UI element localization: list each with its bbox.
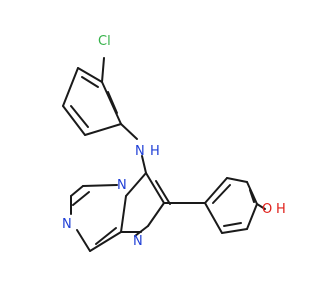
hydroxyphenyl-ring xyxy=(204,177,258,234)
bridgehead-n-label: N xyxy=(117,178,127,193)
pyrazine-n-label: N xyxy=(62,217,72,232)
bonds xyxy=(62,57,266,252)
c-cl-bond xyxy=(101,57,105,83)
chlorine-label: Cl xyxy=(98,34,111,49)
amine-h-label: H xyxy=(150,144,160,159)
c-oh-bond xyxy=(256,203,266,210)
aryl-nh-bond xyxy=(120,123,138,140)
hydroxyl-o-label: O xyxy=(262,202,272,217)
imidazole-ring xyxy=(120,172,171,237)
molecule-structure: Cl N H N N N O H xyxy=(62,34,286,252)
atom-labels: Cl N H N N N O H xyxy=(62,34,286,249)
imidazole-n-label: N xyxy=(133,234,143,249)
chlorophenyl-ring xyxy=(62,67,122,136)
nh-c3-bond xyxy=(141,155,147,174)
hydroxyl-h-label: H xyxy=(276,202,286,217)
amine-n-label: N xyxy=(135,144,145,159)
pyrazine-ring xyxy=(70,184,122,252)
